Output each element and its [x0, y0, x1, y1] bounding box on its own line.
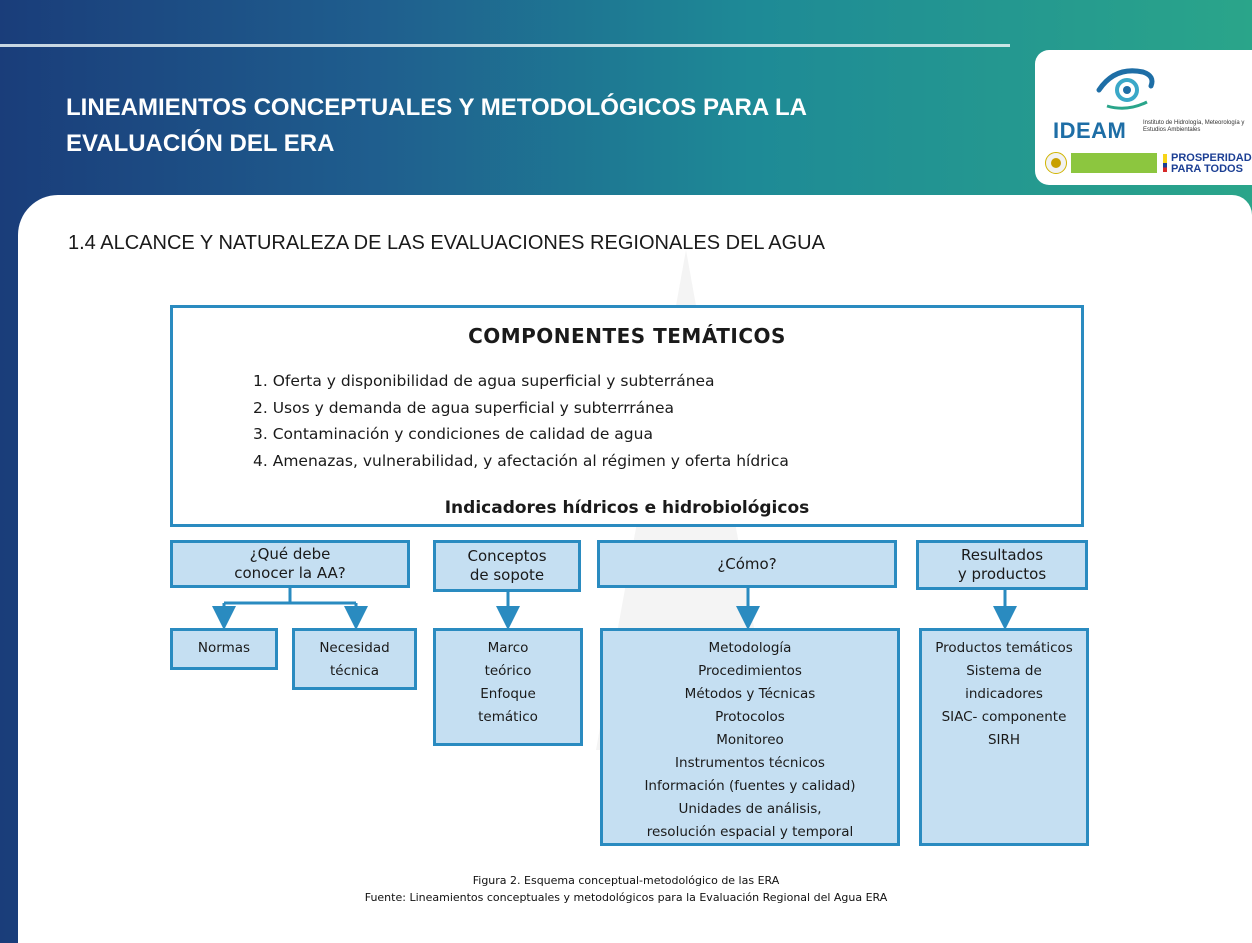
government-logo-strip: PROSPERIDAD PARA TODOS	[1045, 150, 1252, 176]
components-list: 1. Oferta y disponibilidad de agua super…	[253, 368, 789, 474]
prosperidad-slogan: PROSPERIDAD PARA TODOS	[1171, 153, 1252, 175]
que-debe-line-1: ¿Qué debe	[249, 545, 331, 563]
que-debe-box: ¿Qué debe conocer la AA?	[170, 540, 410, 588]
como-item: Protocolos	[715, 709, 785, 725]
necesidad-line-1: Necesidad	[319, 640, 390, 656]
slide-title: LINEAMIENTOS CONCEPTUALES Y METODOLÓGICO…	[66, 90, 966, 162]
conceptos-item: Marco	[487, 640, 529, 656]
como-box: ¿Cómo?	[597, 540, 897, 588]
resultados-item: SIRH	[987, 732, 1021, 748]
necesidad-line-2: técnica	[329, 663, 380, 679]
ideam-swirl-icon	[1096, 68, 1155, 110]
conceptos-item: temático	[478, 709, 538, 725]
resultados-line-1: Resultados	[960, 546, 1044, 564]
section-heading: 1.4 ALCANCE Y NATURALEZA DE LAS EVALUACI…	[68, 232, 825, 254]
normas-label: Normas	[197, 640, 251, 656]
indicadores-label: Indicadores hídricos e hidrobiológicos	[444, 498, 810, 518]
resultados-item: indicadores	[965, 686, 1043, 702]
slide-title-line-1: LINEAMIENTOS CONCEPTUALES Y METODOLÓGICO…	[66, 94, 807, 121]
como-item: Unidades de análisis,	[678, 801, 822, 817]
ideam-subtitle: Instituto de Hidrología, Meteorología y …	[1143, 120, 1245, 133]
componentes-tematicos-box: COMPONENTES TEMÁTICOS 1. Oferta y dispon…	[170, 305, 1084, 527]
component-item: 3. Contaminación y condiciones de calida…	[253, 425, 653, 443]
como-details-box: Metodología Procedimientos Métodos y Téc…	[600, 628, 900, 846]
resultados-item: Sistema de	[966, 663, 1042, 679]
component-item: 1. Oferta y disponibilidad de agua super…	[253, 372, 715, 390]
conceptos-box: Conceptos de sopote	[433, 540, 581, 592]
resultados-item: Productos temáticos	[935, 640, 1073, 656]
header-divider	[0, 44, 1010, 47]
resultados-line-2: y productos	[957, 565, 1047, 583]
ideam-logo: IDEAM Instituto de Hidrología, Meteorolo…	[1035, 50, 1252, 185]
figure-caption: Figura 2. Esquema conceptual-metodológic…	[472, 874, 780, 887]
como-item: Monitoreo	[716, 732, 784, 748]
colombia-flag-icon	[1163, 154, 1167, 172]
que-debe-line-2: conocer la AA?	[234, 564, 346, 582]
ministry-logo	[1071, 153, 1157, 173]
conceptos-item: teórico	[484, 663, 532, 679]
conceptos-line-2: de sopote	[469, 566, 545, 584]
conceptos-item: Enfoque	[480, 686, 536, 702]
como-item: resolución espacial y temporal	[646, 824, 854, 840]
colombia-crest-icon	[1045, 152, 1067, 174]
slide-title-line-2: EVALUACIÓN DEL ERA	[66, 130, 335, 157]
component-item: 2. Usos y demanda de agua superficial y …	[253, 398, 675, 417]
slogan-line-1: PROSPERIDAD	[1171, 152, 1252, 164]
marco-teorico-box: Marco teórico Enfoque temático	[433, 628, 583, 746]
como-item: Información (fuentes y calidad)	[644, 778, 856, 794]
slogan-line-2: PARA TODOS	[1171, 163, 1243, 175]
figure-source: Fuente: Lineamientos conceptuales y meto…	[364, 891, 888, 904]
componentes-title: COMPONENTES TEMÁTICOS	[468, 324, 786, 348]
ideam-wordmark: IDEAM	[1053, 118, 1127, 143]
como-item: Metodología	[708, 640, 792, 656]
component-item: 4. Amenazas, vulnerabilidad, y afectació…	[253, 451, 789, 470]
resultados-item: SIAC- componente	[941, 709, 1067, 725]
como-title: ¿Cómo?	[717, 554, 777, 573]
como-item: Instrumentos técnicos	[675, 755, 825, 771]
como-item: Métodos y Técnicas	[684, 686, 816, 702]
como-item: Procedimientos	[698, 663, 802, 679]
resultados-box: Resultados y productos	[916, 540, 1088, 590]
conceptos-line-1: Conceptos	[467, 547, 547, 565]
